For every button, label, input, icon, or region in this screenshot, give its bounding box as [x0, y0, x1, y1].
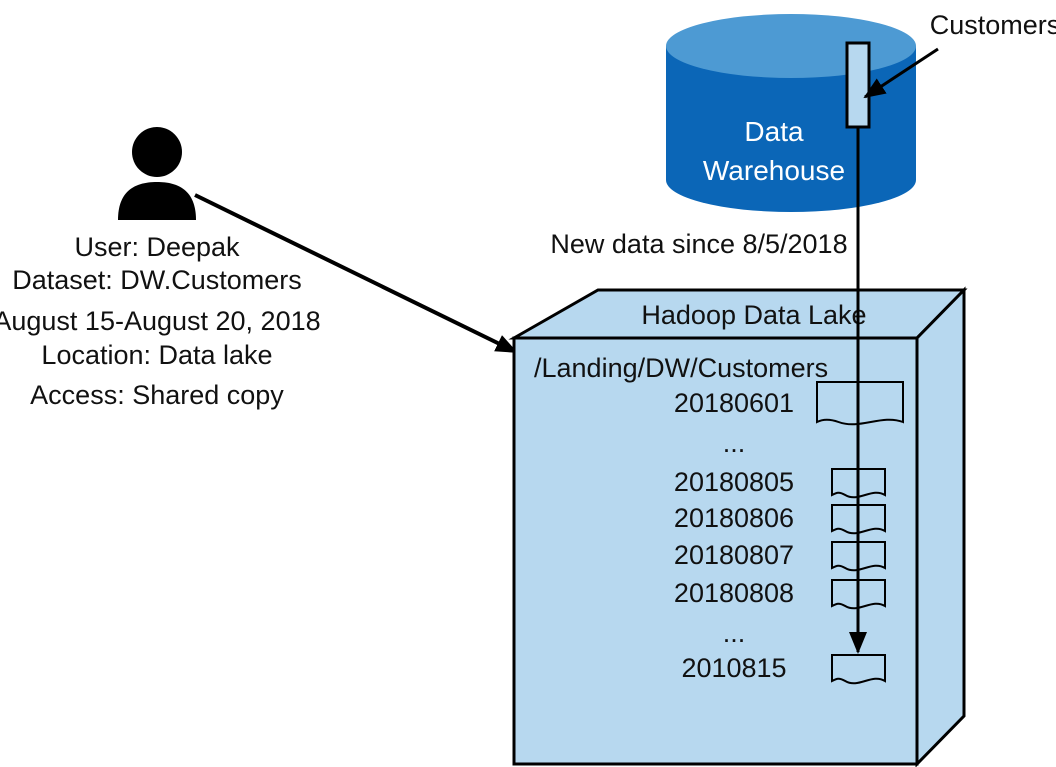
user-icon [118, 127, 196, 220]
flow-label: New data since 8/5/2018 [550, 229, 847, 259]
partition-label: 20180808 [674, 578, 794, 608]
partition-list: 20180601... 20180805 20180806 20180807 20180… [674, 381, 904, 685]
data-lake-title: Hadoop Data Lake [641, 300, 866, 330]
partition-label: 20180806 [674, 503, 794, 533]
file-icon [816, 381, 904, 426]
user-info: User: Deepak Dataset: DW.Customers Augus… [0, 232, 321, 410]
dataset-line: Dataset: DW.Customers [12, 265, 302, 295]
ellipsis-label: ... [723, 428, 746, 458]
partition-label: 2010815 [681, 653, 786, 683]
ellipsis-label: ... [723, 618, 746, 648]
user-line: User: Deepak [74, 232, 240, 262]
landing-path-label: /Landing/DW/Customers [534, 353, 828, 383]
customers-label: Customers [930, 10, 1056, 40]
partition-label: 20180601 [674, 388, 794, 418]
customers-table-icon [845, 41, 871, 129]
partition-label: 20180805 [674, 467, 794, 497]
location-line: Location: Data lake [41, 340, 272, 370]
partition-label: 20180807 [674, 540, 794, 570]
customers-pointer-arrow [863, 47, 939, 99]
access-line: Access: Shared copy [30, 380, 284, 410]
user-to-lake-arrow [194, 193, 518, 354]
date-range-line: August 15-August 20, 2018 [0, 306, 321, 336]
warehouse-label-line2: Warehouse [703, 155, 845, 186]
file-icon [831, 654, 886, 685]
warehouse-label-line1: Data [744, 116, 804, 147]
